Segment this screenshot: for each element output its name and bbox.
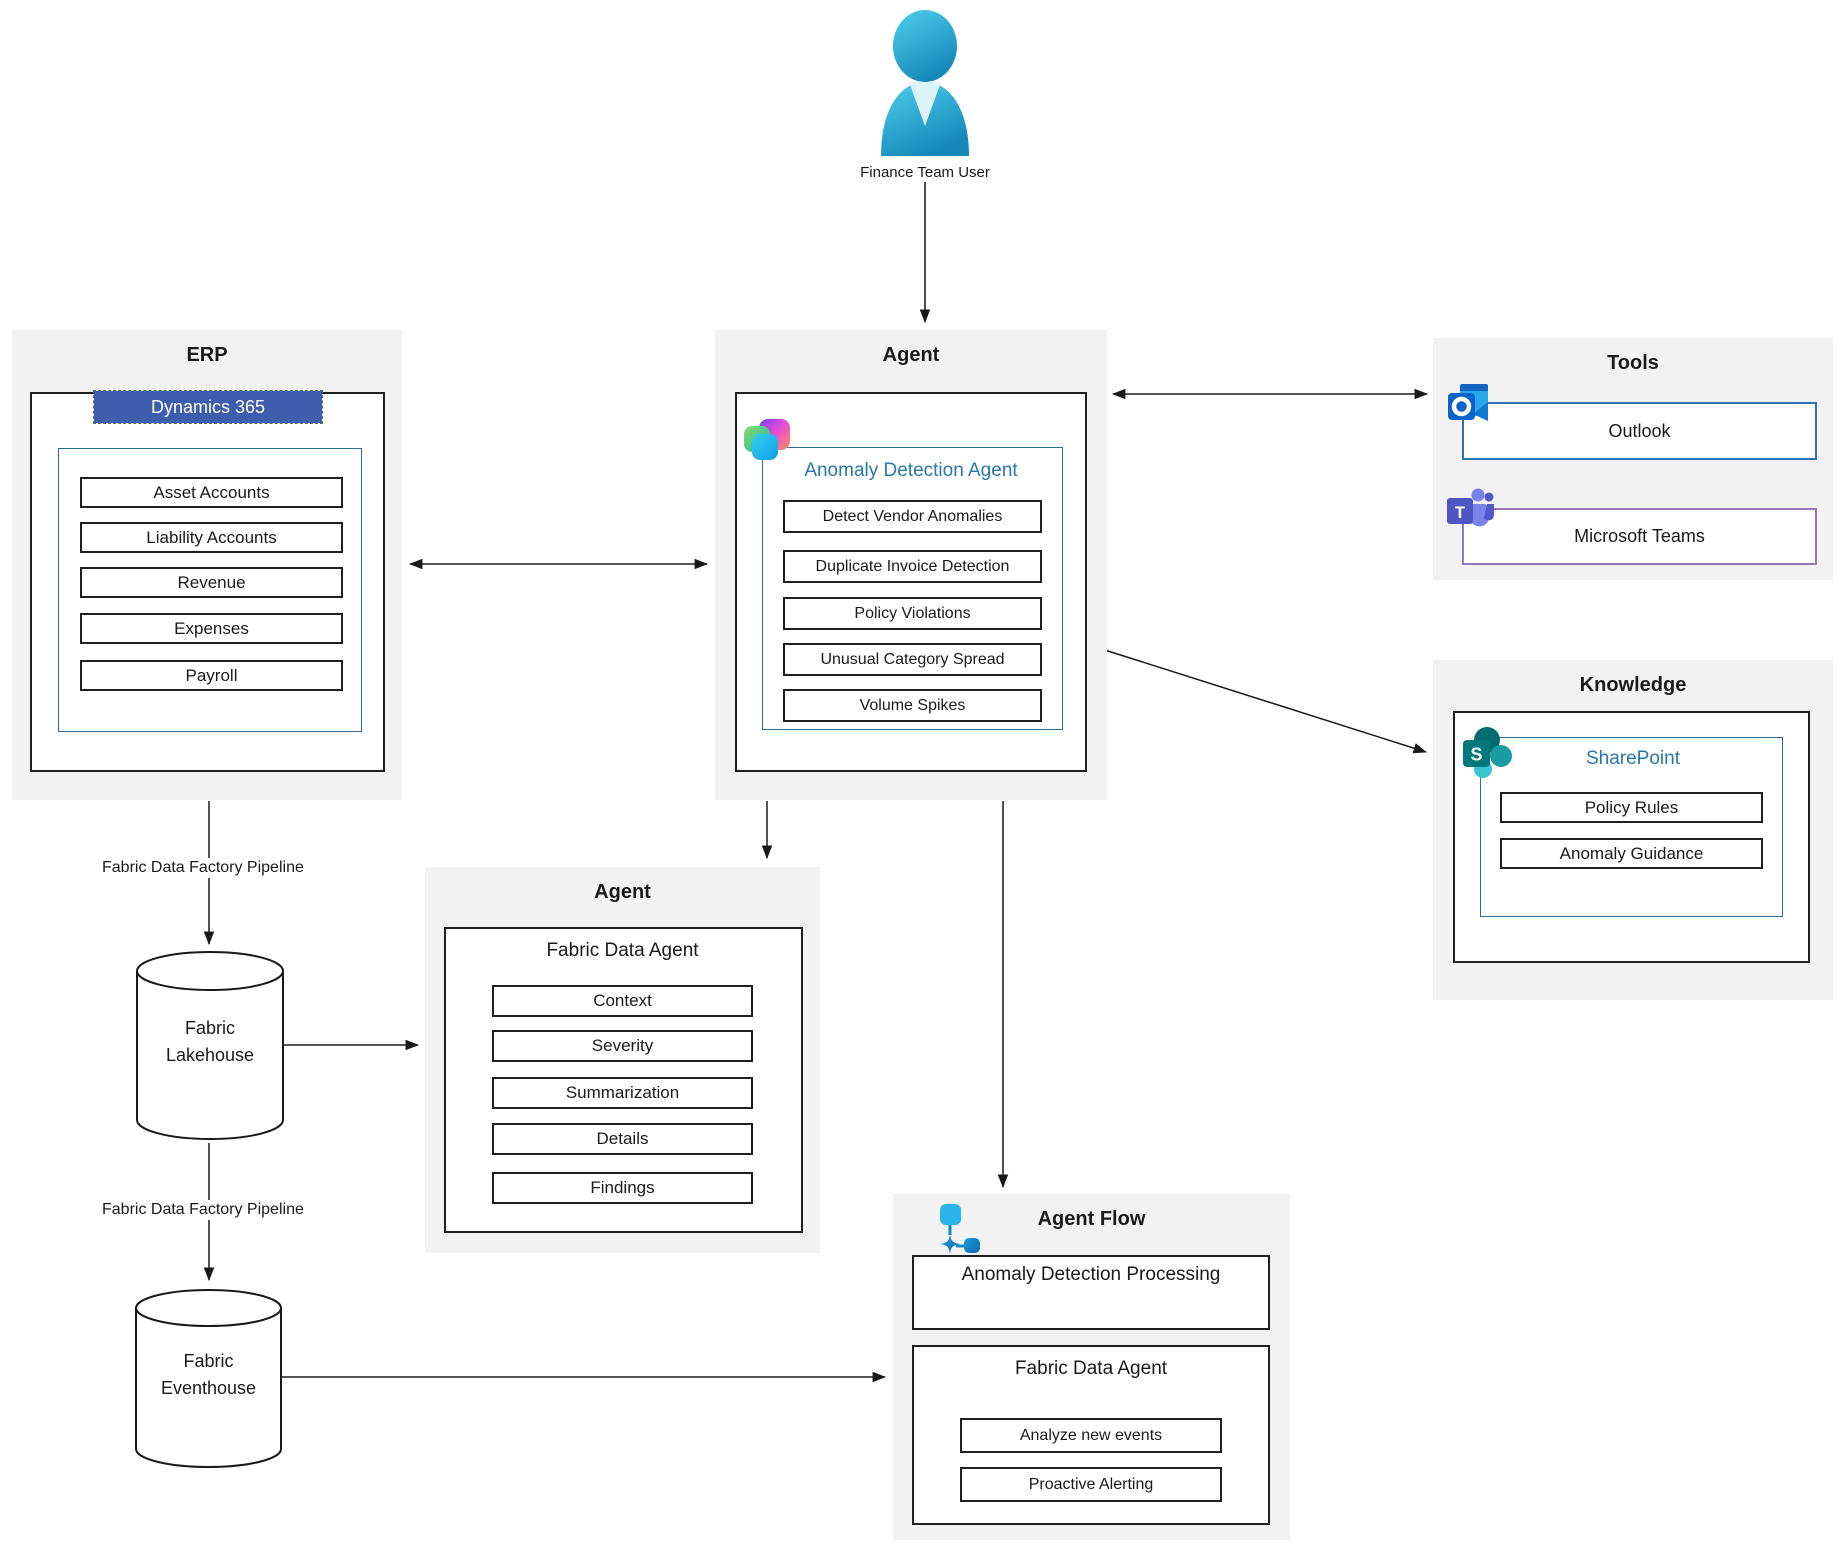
finance-user-figure: Finance Team User <box>825 8 1025 183</box>
agent-item-duplicate-invoice: Duplicate Invoice Detection <box>783 550 1042 583</box>
teams-icon: T <box>1447 488 1494 527</box>
sharepoint-name: SharePoint <box>1585 748 1680 769</box>
erp-title: ERP <box>186 344 228 366</box>
erp-item-expenses: Expenses <box>80 613 343 644</box>
flow-icon <box>940 1204 980 1254</box>
fabric-lakehouse: Fabric Lakehouse <box>135 950 285 1142</box>
agent-flow-data-agent-box: Fabric Data Agent Analyze new events Pro… <box>912 1345 1270 1525</box>
agent-inner-group <box>762 447 1063 730</box>
agent-item-detect-vendor: Detect Vendor Anomalies <box>783 500 1042 533</box>
svg-text:T: T <box>1455 503 1466 522</box>
lakehouse-cylinder-shape <box>136 951 284 1140</box>
person-icon <box>881 10 969 156</box>
agent-flow-process-box: Anomaly Detection Processing <box>912 1255 1270 1330</box>
data-agent-panel-title: Agent <box>594 881 651 903</box>
erp-item-payroll: Payroll <box>80 660 343 691</box>
data-agent-item-severity: Severity <box>492 1030 753 1062</box>
agent-panel: Agent Anomaly Detection Agent Detect Ven… <box>715 330 1107 800</box>
knowledge-panel: Knowledge S SharePoint Policy Rules Anom… <box>1433 660 1833 1000</box>
sharepoint-icon: S <box>1463 727 1512 778</box>
copilot-icon <box>744 419 790 460</box>
agent-flow-process-label: Anomaly Detection Processing <box>961 1264 1221 1285</box>
lakehouse-label: Fabric Lakehouse <box>165 1018 255 1065</box>
tools-title: Tools <box>1607 352 1659 374</box>
agent-flow-data-agent-name: Fabric Data Agent <box>1014 1358 1168 1379</box>
tool-outlook: Outlook <box>1462 402 1817 460</box>
data-agent-item-context: Context <box>492 985 753 1017</box>
erp-item-revenue: Revenue <box>80 567 343 598</box>
agent-flow-title: Agent Flow <box>1037 1208 1146 1230</box>
dynamics-banner: Dynamics 365 <box>93 390 323 424</box>
data-agent-name: Fabric Data Agent <box>546 940 699 961</box>
eventhouse-label: Fabric Eventhouse <box>160 1351 257 1398</box>
knowledge-item-anomaly-guidance: Anomaly Guidance <box>1500 838 1763 869</box>
pipeline-label-bottom: Fabric Data Factory Pipeline <box>97 1200 309 1220</box>
agent-panel-title: Agent <box>882 344 940 366</box>
svg-text:S: S <box>1470 745 1482 765</box>
outlook-icon <box>1448 384 1488 421</box>
agent-item-volume-spikes: Volume Spikes <box>783 689 1042 722</box>
pipeline-label-top: Fabric Data Factory Pipeline <box>97 858 309 878</box>
sharepoint-group <box>1480 737 1783 917</box>
agent-item-category-spread: Unusual Category Spread <box>783 643 1042 676</box>
agent-flow-item-analyze-events: Analyze new events <box>960 1418 1222 1453</box>
erp-item-asset-accounts: Asset Accounts <box>80 477 343 508</box>
tool-teams: Microsoft Teams <box>1462 508 1817 565</box>
knowledge-title: Knowledge <box>1579 674 1687 696</box>
data-agent-item-summarization: Summarization <box>492 1077 753 1109</box>
fabric-eventhouse: Fabric Eventhouse <box>134 1288 283 1470</box>
agent-item-policy-violations: Policy Violations <box>783 597 1042 630</box>
erp-item-liability-accounts: Liability Accounts <box>80 522 343 553</box>
agent-flow-panel: Agent Flow Anomaly Detection Processing … <box>893 1194 1290 1540</box>
eventhouse-cylinder-shape <box>135 1289 282 1468</box>
finance-user-label: Finance Team User <box>860 164 990 181</box>
data-agent-item-details: Details <box>492 1123 753 1155</box>
anomaly-agent-name: Anomaly Detection Agent <box>804 460 1018 481</box>
erp-panel: ERP Dynamics 365 Asset Accounts Liabilit… <box>12 330 402 800</box>
data-agent-item-findings: Findings <box>492 1172 753 1204</box>
agent-flow-item-proactive-alerting: Proactive Alerting <box>960 1467 1222 1502</box>
arrow-agent-knowledge <box>1088 644 1428 754</box>
data-agent-panel: Agent Fabric Data Agent Context Severity… <box>425 867 820 1253</box>
tools-panel: Tools Outlook Microsoft Teams T <box>1433 338 1833 580</box>
knowledge-item-policy-rules: Policy Rules <box>1500 792 1763 823</box>
